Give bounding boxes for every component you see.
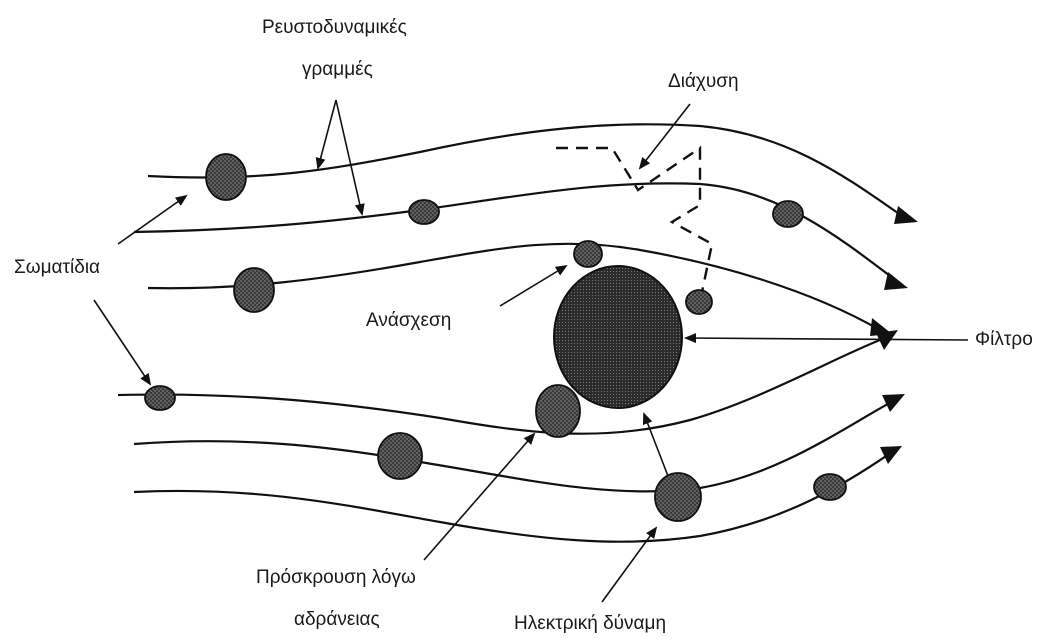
- particle: [772, 200, 804, 228]
- arrow-streamlines-a: [315, 99, 337, 170]
- streamline-5: [133, 399, 896, 493]
- label-streamlines-line1: Ρευστοδυναμικές: [262, 17, 407, 38]
- arrow-particles-a: [117, 194, 188, 245]
- arrowhead-5: [882, 394, 905, 412]
- arrow-diffusion: [638, 103, 691, 170]
- particle: [233, 267, 275, 313]
- label-electric-force: Ηλεκτρική δύναμη: [514, 613, 667, 634]
- streamline-1: [147, 123, 906, 219]
- arrow-particles-b: [93, 299, 152, 386]
- streamline-4: [117, 338, 881, 435]
- particles: [144, 153, 847, 522]
- label-diffusion: Διάχυση: [668, 71, 739, 92]
- arrowhead-1: [894, 206, 918, 224]
- arrow-interception: [499, 264, 568, 307]
- particle: [377, 432, 423, 480]
- label-impaction-line2: αδράνειας: [294, 609, 380, 630]
- arrow-impaction: [423, 432, 536, 561]
- arrowhead-2: [884, 272, 908, 290]
- label-filter: Φίλτρο: [975, 329, 1033, 350]
- arrowhead-3: [870, 318, 892, 336]
- streamline-arrows: [870, 206, 918, 464]
- label-impaction-line1: Πρόσκρουση λόγω: [256, 567, 416, 588]
- particle: [813, 473, 847, 501]
- particle: [654, 472, 702, 522]
- particle: [205, 153, 247, 201]
- particle: [685, 289, 713, 315]
- particle: [144, 385, 176, 411]
- arrow-filter: [684, 333, 969, 344]
- label-interception: Ανάσχεση: [366, 310, 452, 331]
- filter-fiber: [553, 265, 683, 409]
- arrow-streamlines-b: [335, 99, 365, 216]
- streamline-2: [133, 182, 899, 283]
- streamline-6: [133, 451, 893, 543]
- diffusion-path: [556, 145, 714, 293]
- arrow-electric-force-b: [642, 412, 669, 477]
- particle: [535, 384, 581, 438]
- particle: [408, 199, 440, 225]
- arrowhead-6: [880, 446, 902, 464]
- annotation-arrows: [93, 99, 969, 603]
- label-particles: Σωματίδια: [14, 257, 101, 278]
- particle: [573, 240, 603, 268]
- arrow-electric-force-a: [601, 526, 658, 603]
- label-streamlines-line2: γραμμές: [302, 59, 373, 80]
